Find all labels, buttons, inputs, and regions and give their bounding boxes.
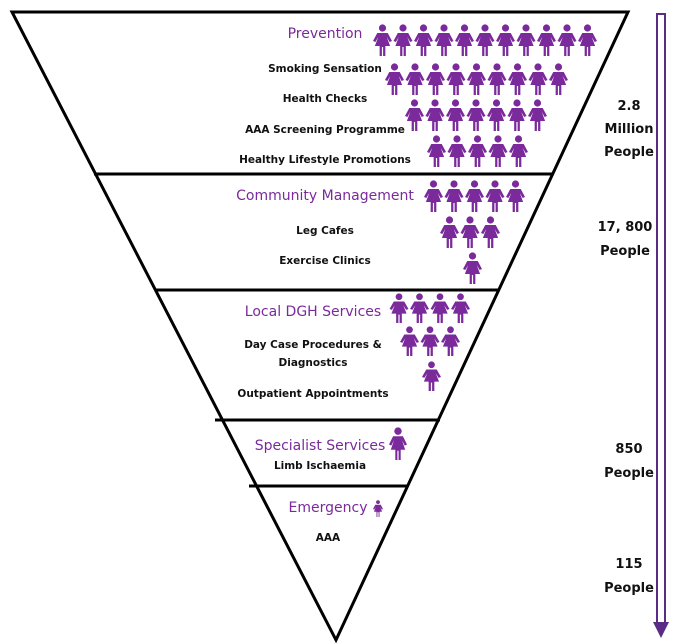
person-icon bbox=[430, 293, 450, 323]
person-icon bbox=[487, 99, 506, 131]
flow-arrow-shaft bbox=[656, 13, 666, 625]
tier-item: Healthy Lifestyle Promotions bbox=[239, 154, 411, 166]
person-icon bbox=[373, 500, 383, 517]
people-count-label: People bbox=[604, 581, 654, 596]
people-count-value: 2.8 bbox=[617, 99, 640, 114]
person-icon bbox=[424, 180, 443, 212]
person-icon bbox=[509, 135, 528, 167]
person-icon bbox=[488, 135, 508, 167]
person-icon bbox=[578, 24, 597, 56]
person-icon bbox=[455, 24, 474, 56]
person-icon bbox=[468, 135, 487, 167]
person-icon bbox=[446, 63, 466, 95]
person-icon bbox=[485, 180, 505, 212]
people-count-label: People bbox=[600, 244, 650, 259]
pyramid-outline bbox=[9, 10, 631, 644]
tier-title-specialist-services: Specialist Services bbox=[255, 438, 386, 454]
person-icon bbox=[465, 180, 484, 212]
person-icon bbox=[426, 63, 445, 95]
person-icon bbox=[506, 180, 525, 212]
person-icon bbox=[446, 99, 465, 131]
person-icon bbox=[496, 24, 515, 56]
tier-item: AAA bbox=[316, 532, 341, 544]
person-icon bbox=[467, 63, 486, 95]
person-icon bbox=[405, 63, 425, 95]
person-icon bbox=[400, 326, 419, 356]
person-icon bbox=[516, 24, 536, 56]
person-icon bbox=[393, 24, 413, 56]
tier-item: Exercise Clinics bbox=[279, 255, 371, 267]
person-icon bbox=[549, 63, 568, 95]
person-icon bbox=[414, 24, 433, 56]
tier-title-community-management: Community Management bbox=[236, 188, 414, 204]
person-icon bbox=[385, 63, 404, 95]
flow-arrow-head bbox=[653, 622, 669, 638]
person-icon bbox=[487, 63, 507, 95]
person-icon bbox=[466, 99, 486, 131]
person-icon bbox=[373, 24, 392, 56]
person-icon bbox=[481, 216, 500, 248]
person-icon bbox=[440, 216, 459, 248]
tier-item: Diagnostics bbox=[279, 357, 348, 369]
person-icon bbox=[389, 293, 409, 323]
tier-item: Smoking Sensation bbox=[268, 63, 382, 75]
tier-title-prevention: Prevention bbox=[288, 26, 363, 42]
person-icon bbox=[425, 99, 445, 131]
person-icon bbox=[389, 427, 407, 460]
person-icon bbox=[537, 24, 556, 56]
people-count-value: 17, 800 bbox=[598, 220, 653, 235]
person-icon bbox=[451, 293, 470, 323]
tier-title-emergency: Emergency bbox=[289, 500, 368, 516]
people-count-value: 115 bbox=[615, 557, 642, 572]
person-icon bbox=[427, 135, 446, 167]
people-count-label: People bbox=[604, 466, 654, 481]
person-icon bbox=[447, 135, 467, 167]
person-icon bbox=[410, 293, 429, 323]
person-icon bbox=[508, 63, 527, 95]
tier-item: Day Case Procedures & bbox=[244, 339, 382, 351]
person-icon bbox=[528, 99, 547, 131]
person-icon bbox=[460, 216, 480, 248]
person-icon bbox=[434, 24, 454, 56]
tier-item: AAA Screening Programme bbox=[245, 124, 405, 136]
person-icon bbox=[422, 361, 441, 391]
person-icon bbox=[507, 99, 527, 131]
tier-item: Health Checks bbox=[283, 93, 368, 105]
tier-item: Leg Cafes bbox=[296, 225, 354, 237]
people-count-unit: Million bbox=[605, 122, 654, 137]
people-count-label: People bbox=[604, 145, 654, 160]
tier-item: Outpatient Appointments bbox=[237, 388, 388, 400]
person-icon bbox=[475, 24, 495, 56]
people-icon-layer bbox=[373, 24, 597, 517]
person-icon bbox=[444, 180, 464, 212]
person-icon bbox=[420, 326, 440, 356]
people-count-value: 850 bbox=[615, 442, 642, 457]
tier-title-local-dgh-services: Local DGH Services bbox=[245, 304, 381, 320]
tier-item: Limb Ischaemia bbox=[274, 460, 366, 472]
person-icon bbox=[528, 63, 548, 95]
person-icon bbox=[463, 252, 482, 284]
person-icon bbox=[405, 99, 424, 131]
person-icon bbox=[557, 24, 577, 56]
person-icon bbox=[441, 326, 460, 356]
